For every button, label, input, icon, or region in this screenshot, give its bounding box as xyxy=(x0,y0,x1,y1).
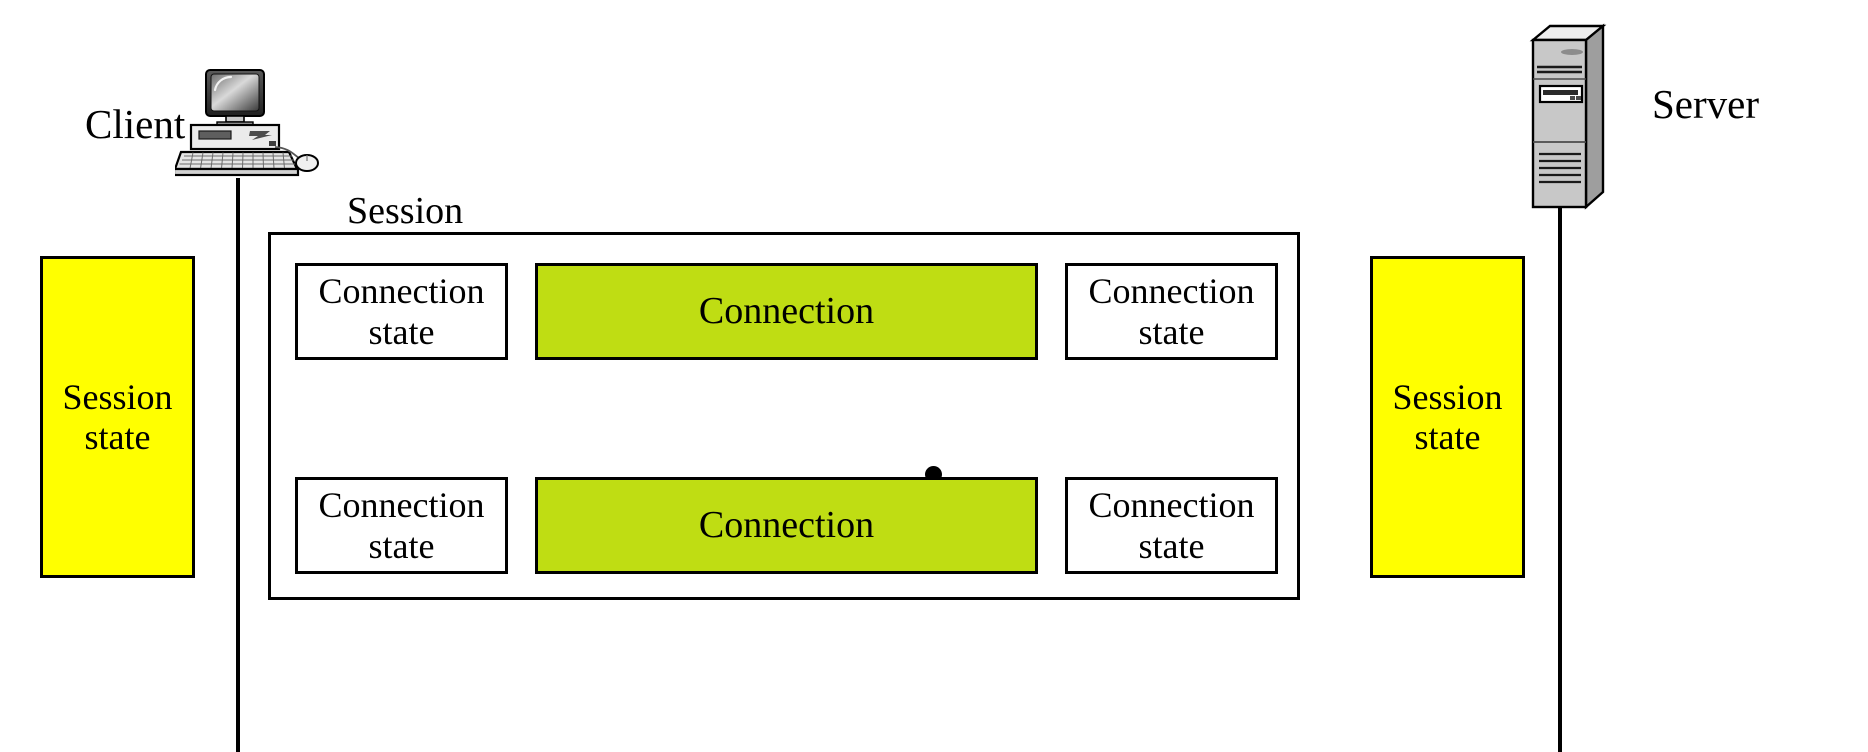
server-session-state-line2: state xyxy=(1414,417,1481,457)
connection-state-right-row1-line1: Connection xyxy=(1088,271,1255,312)
client-session-state-line2: state xyxy=(84,417,151,457)
connection-state-left-row1-line1: Connection xyxy=(318,271,485,312)
connection-state-left-row1-line2: state xyxy=(368,311,435,352)
server-label: Server xyxy=(1652,81,1760,127)
connection-state-right-row2-line2: state xyxy=(1138,525,1205,566)
client-session-state-box: Session state xyxy=(40,256,195,578)
server-tower-icon xyxy=(1528,22,1608,212)
session-caption: Session xyxy=(347,190,464,232)
server-session-state-line1: Session xyxy=(1392,376,1503,417)
desktop-computer-icon xyxy=(172,68,325,180)
connection-state-box-right-row2: Connection state xyxy=(1065,477,1278,574)
connection-state-right-row2-line1: Connection xyxy=(1088,485,1255,526)
server-connector-line xyxy=(1558,206,1562,752)
client-label: Client xyxy=(85,101,186,147)
client-connector-line xyxy=(236,178,240,752)
connection-state-box-left-row1: Connection state xyxy=(295,263,508,360)
client-session-state-line1: Session xyxy=(62,376,173,417)
session-frame xyxy=(268,232,1300,600)
connection-state-right-row1-line2: state xyxy=(1138,311,1205,352)
connection-box-row2: Connection xyxy=(535,477,1038,574)
connection-state-box-right-row1: Connection state xyxy=(1065,263,1278,360)
connection-state-left-row2-line2: state xyxy=(368,525,435,566)
connection-state-box-left-row2: Connection state xyxy=(295,477,508,574)
connection-box-row1-label: Connection xyxy=(698,289,875,332)
connection-box-row1: Connection xyxy=(535,263,1038,360)
connection-box-row2-label: Connection xyxy=(698,503,875,546)
connection-state-left-row2-line1: Connection xyxy=(318,485,485,526)
server-session-state-box: Session state xyxy=(1370,256,1525,578)
